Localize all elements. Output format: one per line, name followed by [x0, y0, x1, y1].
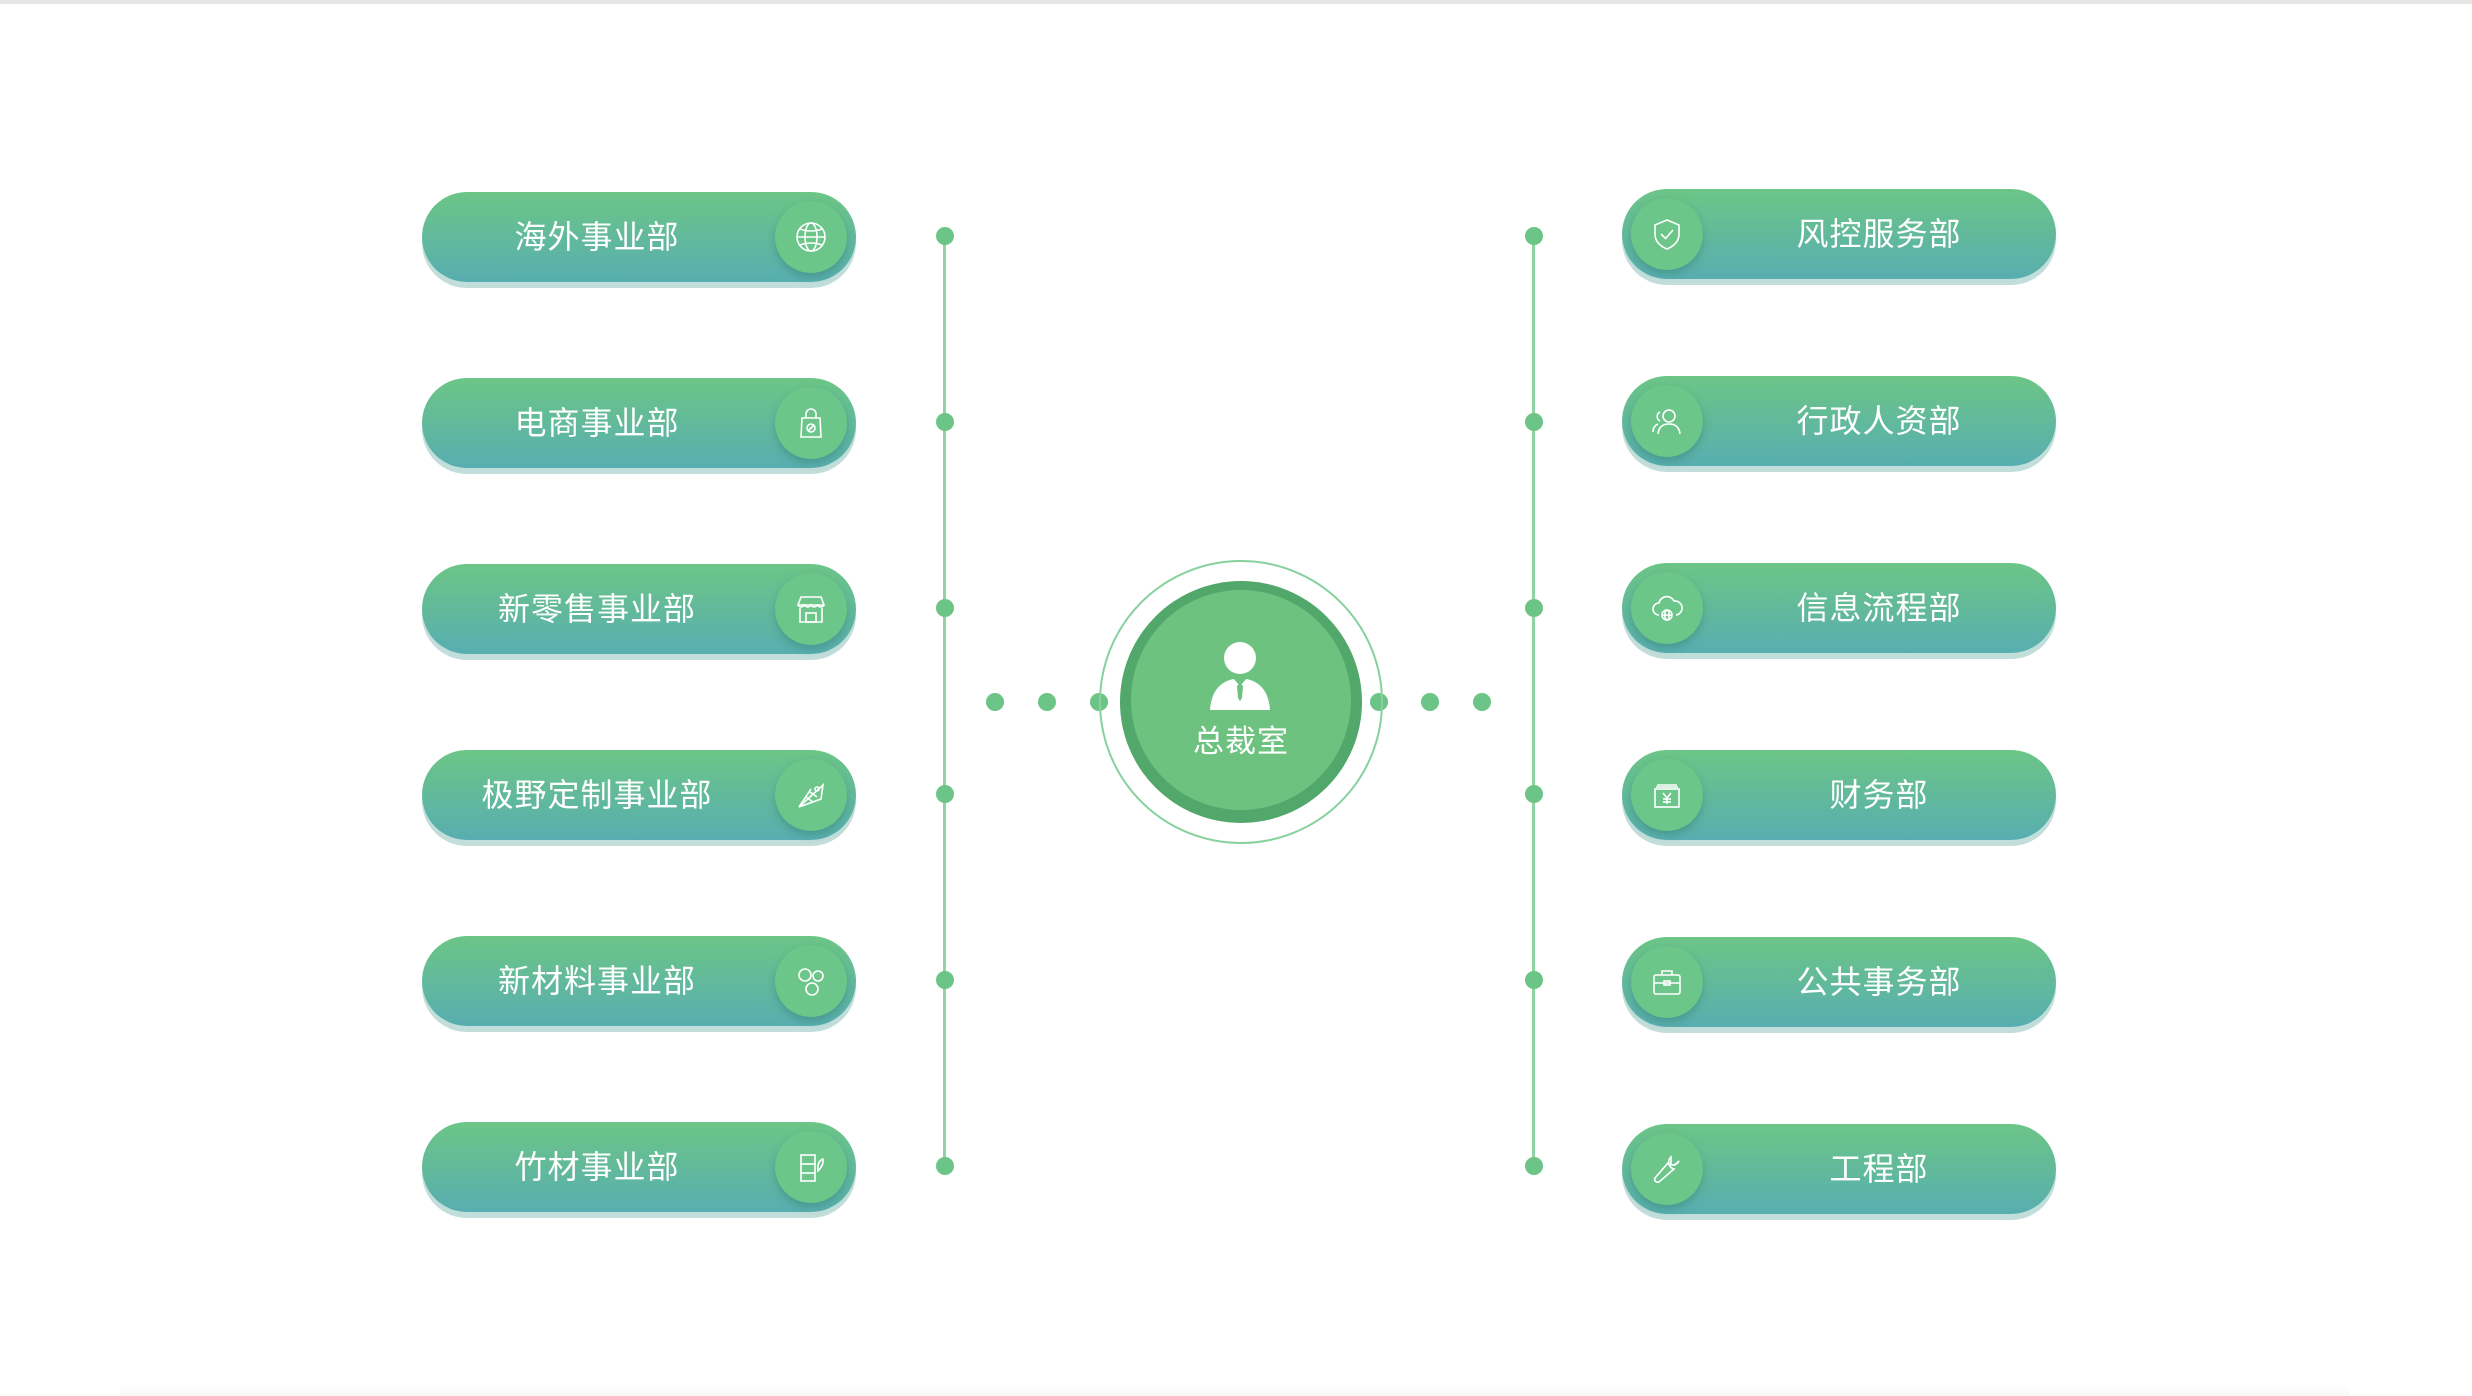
right-connector-dot: [1525, 413, 1543, 431]
left-connector-line: [943, 236, 946, 1166]
dept-node-left-4: 极野定制事业部: [422, 750, 856, 840]
left-connector-dot: [936, 599, 954, 617]
right-connector-line: [1532, 236, 1535, 1166]
molecule-icon: [775, 945, 847, 1017]
dept-label: 信息流程部: [1796, 589, 1962, 627]
center-link-dot-left: [1038, 693, 1056, 711]
wrench-icon: [1631, 1133, 1703, 1205]
cloud-network-icon: [1631, 572, 1703, 644]
center-label: 总裁室: [1193, 724, 1289, 760]
dept-node-right-1: 风控服务部: [1622, 189, 2056, 279]
executive-person-icon: [1210, 642, 1270, 710]
dept-label: 风控服务部: [1796, 215, 1962, 253]
dept-label: 海外事业部: [514, 218, 680, 256]
dept-label: 新零售事业部: [497, 590, 696, 628]
dept-label: 极野定制事业部: [481, 776, 713, 814]
dept-node-right-3: 信息流程部: [1622, 563, 2056, 653]
design-tools-icon: [775, 759, 847, 831]
right-connector-dot: [1525, 1157, 1543, 1175]
dept-label: 财务部: [1829, 776, 1929, 814]
dept-node-right-6: 工程部: [1622, 1124, 2056, 1214]
briefcase-icon: [1631, 946, 1703, 1018]
dept-node-right-4: 财务部: [1622, 750, 2056, 840]
dept-node-left-3: 新零售事业部: [422, 564, 856, 654]
globe-icon: [775, 201, 847, 273]
dept-node-left-1: 海外事业部: [422, 192, 856, 282]
people-icon: [1631, 385, 1703, 457]
dept-label: 新材料事业部: [497, 962, 696, 1000]
right-connector-dot: [1525, 785, 1543, 803]
left-connector-dot: [936, 1157, 954, 1175]
shopping-bag-icon: [775, 387, 847, 459]
dept-label: 工程部: [1829, 1150, 1929, 1188]
dept-label: 电商事业部: [514, 404, 680, 442]
center-link-dot-right: [1473, 693, 1491, 711]
left-connector-dot: [936, 785, 954, 803]
dept-node-right-2: 行政人资部: [1622, 376, 2056, 466]
center-link-dot-left: [986, 693, 1004, 711]
right-connector-dot: [1525, 971, 1543, 989]
right-connector-dot: [1525, 599, 1543, 617]
bottom-shadow: [120, 1386, 2350, 1396]
yen-cash-icon: [1631, 759, 1703, 831]
storefront-icon: [775, 573, 847, 645]
dept-label: 竹材事业部: [514, 1148, 680, 1186]
dept-node-left-2: 电商事业部: [422, 378, 856, 468]
top-divider: [0, 0, 2472, 4]
left-connector-dot: [936, 413, 954, 431]
bamboo-material-icon: [775, 1131, 847, 1203]
shield-check-icon: [1631, 198, 1703, 270]
right-connector-dot: [1525, 227, 1543, 245]
left-connector-dot: [936, 971, 954, 989]
dept-node-right-5: 公共事务部: [1622, 937, 2056, 1027]
dept-node-left-6: 竹材事业部: [422, 1122, 856, 1212]
left-connector-dot: [936, 227, 954, 245]
dept-label: 行政人资部: [1796, 402, 1962, 440]
dept-label: 公共事务部: [1796, 963, 1962, 1001]
dept-node-left-5: 新材料事业部: [422, 936, 856, 1026]
center-link-dot-right: [1421, 693, 1439, 711]
center-node-ring: [1099, 560, 1383, 844]
